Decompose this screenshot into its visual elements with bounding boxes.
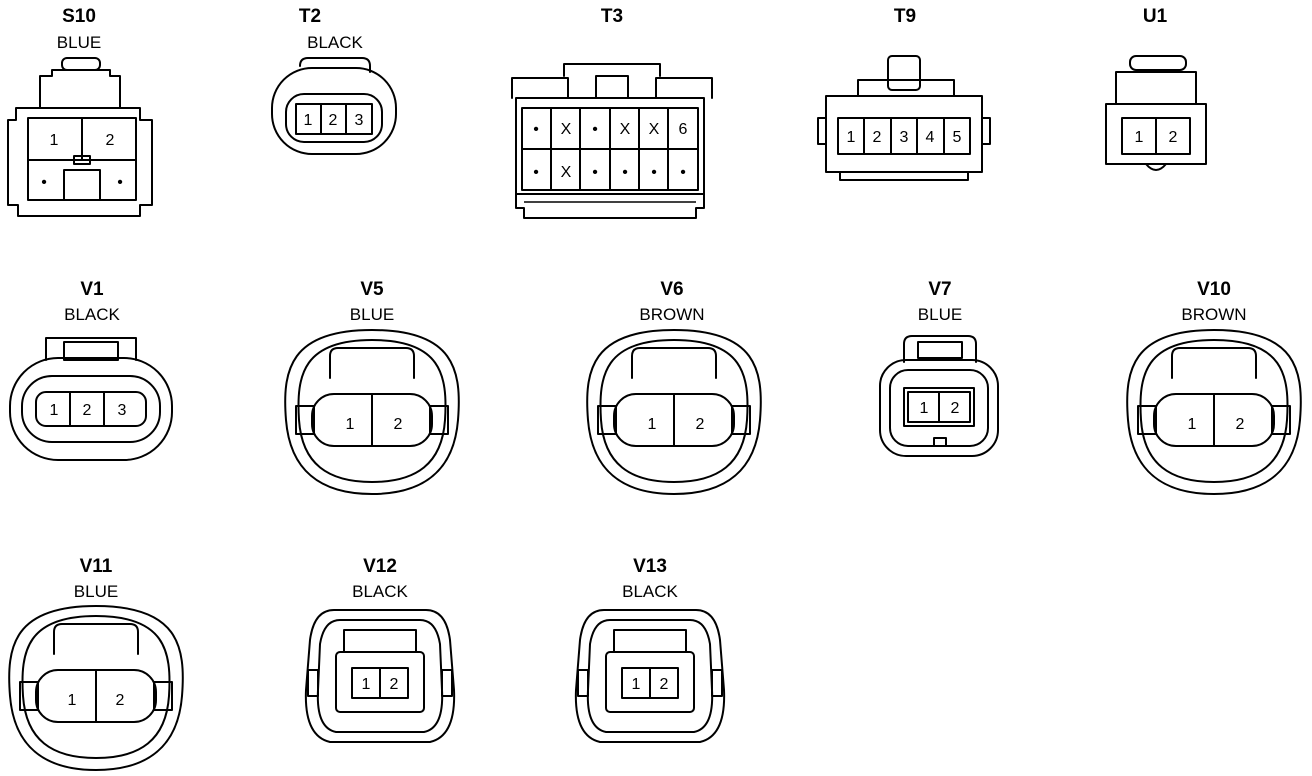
connector-s10: S10 BLUE 1 2 • •	[7, 6, 153, 217]
connector-t3-pin-6: 6	[679, 121, 688, 138]
connector-v11-id: V11	[80, 556, 113, 577]
connector-t3: T3 • X • X X 6 • X • • • •	[511, 6, 713, 219]
connector-v11-color: BLUE	[74, 582, 118, 601]
connector-u1-id: U1	[1143, 6, 1168, 27]
connector-t3-pin-10: •	[622, 164, 628, 181]
connector-v7-pin-1: 1	[920, 400, 929, 417]
connector-v11-pin-2: 2	[116, 692, 125, 709]
connector-t9-pin-2: 2	[873, 129, 882, 146]
connector-s10-pin-4: •	[117, 174, 123, 191]
connector-s10-id: S10	[62, 6, 96, 27]
connector-v13-color: BLACK	[622, 582, 678, 601]
connector-v6-pin-2: 2	[696, 416, 705, 433]
connector-t3-pin-8: X	[561, 164, 572, 181]
connector-v12-color: BLACK	[352, 582, 408, 601]
connector-u1: U1 1 2	[1105, 6, 1207, 171]
connector-v13-id: V13	[633, 556, 667, 577]
connector-t9-pin-3: 3	[900, 129, 909, 146]
connector-v11-pin-1: 1	[68, 692, 77, 709]
connector-t9-id: T9	[894, 6, 916, 27]
connector-v13-pin-1: 1	[632, 676, 641, 693]
connector-u1-pin-2: 2	[1169, 129, 1178, 146]
connector-v13-pin-2: 2	[660, 676, 669, 693]
connector-v7-color: BLUE	[918, 305, 962, 324]
connector-v12: V12 BLACK 1 2	[304, 556, 456, 743]
connector-v12-pin-1: 1	[362, 676, 371, 693]
connector-t2-pin-3: 3	[355, 112, 364, 129]
connector-v1-pin-3: 3	[118, 402, 127, 419]
connector-v1-id: V1	[80, 279, 104, 300]
connector-v5-pin-1: 1	[346, 416, 355, 433]
connector-t3-pin-5: X	[649, 121, 660, 138]
connector-v13: V13 BLACK 1 2	[574, 556, 726, 743]
connector-t3-id: T3	[601, 6, 623, 27]
connector-u1-pin-1: 1	[1135, 129, 1144, 146]
connector-v1-pin-1: 1	[50, 402, 59, 419]
connector-v10-pin-1: 1	[1188, 416, 1197, 433]
connector-v7: V7 BLUE 1 2	[879, 279, 999, 457]
connector-v5-pin-2: 2	[394, 416, 403, 433]
connector-v10: V10 BROWN 1 2	[1126, 279, 1302, 495]
connector-t2-pin-2: 2	[329, 112, 338, 129]
connector-v7-pin-2: 2	[951, 400, 960, 417]
connector-s10-pin-3: •	[41, 174, 47, 191]
connector-v1: V1 BLACK 1 2 3	[9, 279, 173, 461]
connector-t3-pin-4: X	[620, 121, 631, 138]
connector-v6: V6 BROWN 1 2	[586, 279, 762, 495]
connector-t3-pin-7: •	[533, 164, 539, 181]
connector-v1-pin-2: 2	[83, 402, 92, 419]
connector-t2-color: BLACK	[307, 33, 363, 52]
connector-s10-pin-2: 2	[106, 132, 115, 149]
connector-t9-pin-5: 5	[953, 129, 962, 146]
connector-v5: V5 BLUE 1 2	[284, 279, 460, 495]
connector-v11: V11 BLUE 1 2	[8, 556, 184, 771]
connector-t2-pin-1: 1	[304, 112, 313, 129]
connector-t3-pin-9: •	[592, 164, 598, 181]
connector-t2-id: T2	[299, 6, 321, 27]
connector-v10-color: BROWN	[1181, 305, 1246, 324]
connector-t9-pin-4: 4	[926, 129, 935, 146]
connector-t3-pin-2: X	[561, 121, 572, 138]
connector-v10-pin-2: 2	[1236, 416, 1245, 433]
connector-v7-id: V7	[928, 279, 951, 300]
connector-t9: T9 1 2 3 4 5	[817, 6, 991, 181]
connector-s10-color: BLUE	[57, 33, 101, 52]
connector-v6-pin-1: 1	[648, 416, 657, 433]
connector-v5-color: BLUE	[350, 305, 394, 324]
connector-t3-pin-3: •	[592, 121, 598, 138]
connector-t3-pin-1: •	[533, 121, 539, 138]
connector-v1-color: BLACK	[64, 305, 120, 324]
connector-v12-id: V12	[363, 556, 397, 577]
connector-v10-id: V10	[1197, 279, 1231, 300]
connector-v12-pin-2: 2	[390, 676, 399, 693]
connector-t3-pin-11: •	[651, 164, 657, 181]
connector-v6-color: BROWN	[639, 305, 704, 324]
connector-s10-pin-1: 1	[50, 132, 59, 149]
connector-v5-id: V5	[360, 279, 384, 300]
connector-v6-id: V6	[660, 279, 683, 300]
connector-t2: T2 BLACK 1 2 3	[271, 6, 397, 155]
connector-t3-pin-12: •	[680, 164, 686, 181]
connector-t9-pin-1: 1	[847, 129, 856, 146]
